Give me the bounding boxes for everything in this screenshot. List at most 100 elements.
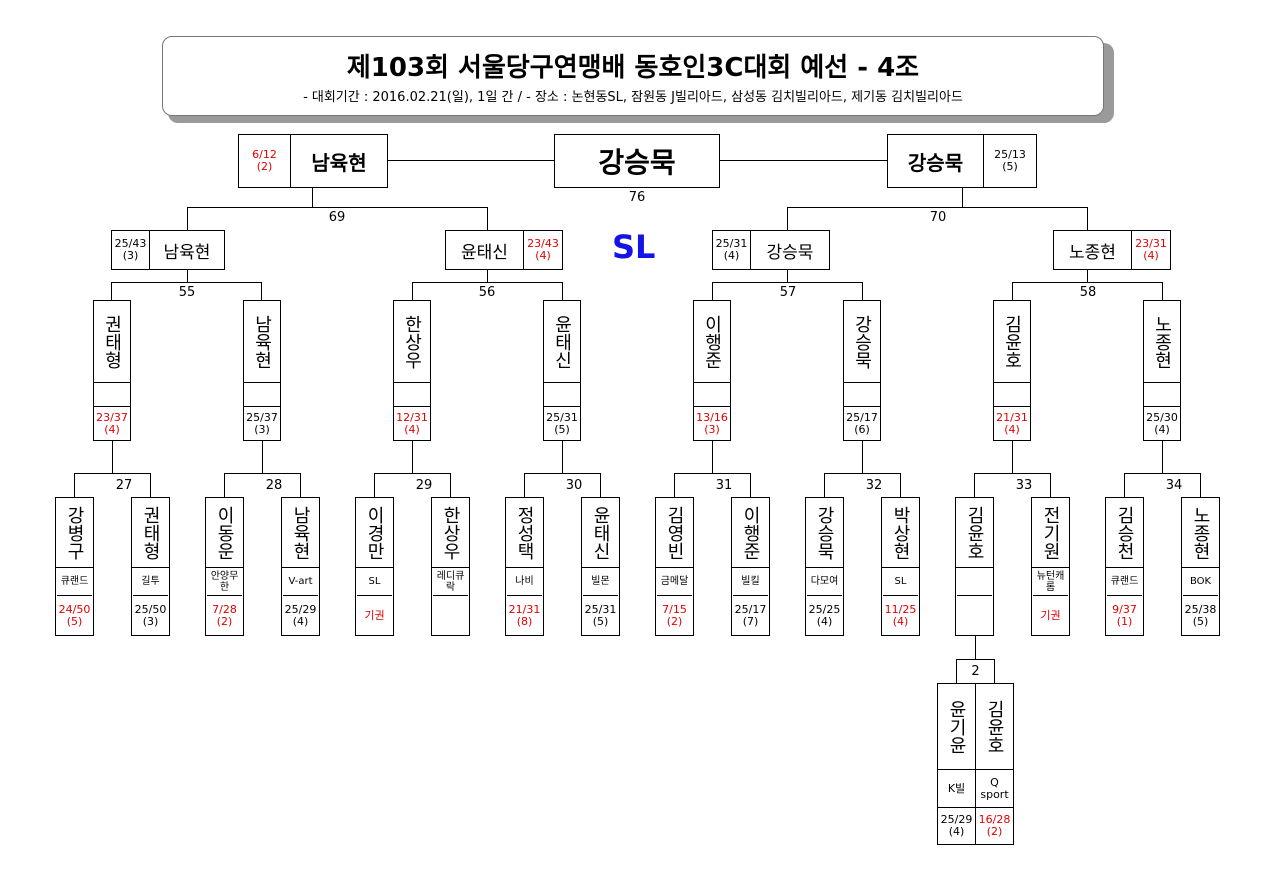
final-left-name: 남육현 [311,150,367,175]
round2-player-inning: (3) [254,422,270,436]
round2-player-name-text: 노종현 [1151,314,1173,369]
round1-player-club: 나비 [507,568,542,596]
final-right-score: 25/13 (5) [984,135,1036,187]
round1-connector [450,473,451,497]
round1-connector [74,473,75,497]
prelim-a-name-text: 윤기윤 [946,699,967,754]
round1-player-club: 안양무한 [207,568,242,596]
round1-player-club: 길투 [133,568,168,596]
round1-player-inning: (3) [142,614,159,628]
round1-player-score-value: 25/17 [734,602,767,616]
prelim-b-box: 김윤호 Q sport 16/28 (2) [975,683,1014,845]
quarter-2-match-number: 56 [478,285,496,300]
round1-player-name: 김승천 [1106,498,1143,568]
round2-player-score: 25/37(3) [244,407,280,440]
prelim-a-club: K빌 [938,770,975,808]
round2-player-name-text: 강승묵 [851,314,873,369]
round2-player-score: 23/37(4) [94,407,130,440]
round1-player-name-text: 이동운 [214,505,235,560]
round1-player-score-value: 7/15 [662,602,687,616]
semi-1a-box: 25/43 (3) 남육현 [111,230,225,270]
semi-1b-box: 윤태신 23/43 (4) [445,230,563,270]
semi-1b-score-value: 23/43 [527,237,559,250]
quarter-3-match-number: 57 [779,285,797,300]
quarter-1-match-number: 55 [178,285,196,300]
round1-player-score-value: 7/28 [212,602,237,616]
round2-connector [112,441,113,474]
round1-player-score: 25/31(5) [582,596,619,635]
round1-player-score: 24/50(5) [56,596,93,635]
round2-player-name: 노종현 [1144,301,1180,383]
round1-match-number: 30 [565,478,583,493]
round2-player-name-text: 이행준 [701,314,723,369]
final-left-score-value: 6/12 [252,148,277,161]
semi-2b-score-value: 23/31 [1135,237,1167,250]
round1-player-score: 11/25(4) [882,596,919,635]
round2-player-name-text: 남육현 [251,314,273,369]
round1-match-number: 28 [265,478,283,493]
round1-player-name-text: 강병구 [64,505,85,560]
round2-player-score-value: 25/30 [1146,410,1178,424]
round1-connector [974,473,1051,474]
semi-2b-inning: (4) [1143,249,1159,262]
round1-player-club: SL [883,568,918,596]
prelim-match-number-box: 2 [956,659,995,683]
prelim-a-box: 윤기윤 K빌 25/29 (4) [937,683,976,845]
semi-2a-name: 강승묵 [766,242,814,263]
semi-1a-name: 남육현 [163,242,211,263]
round2-player-name-text: 권태형 [101,314,123,369]
round1-connector [824,473,825,497]
round1-player-name: 한상우 [432,498,469,568]
round1-player-box: 김윤호 [955,497,994,636]
semi-1a-inning: (3) [122,249,139,262]
prelim-b-score-value: 16/28 [978,813,1011,826]
round1-player-inning: (8) [516,614,533,628]
round1-player-inning: (4) [292,614,309,628]
prelim-b-name: 김윤호 [976,684,1013,770]
round2-player-inning: (3) [704,422,720,436]
round2-player-name: 윤태신 [544,301,580,383]
round1-player-score: 기권 [1032,596,1069,635]
round2-connector [712,441,713,474]
round1-player-club: V-art [283,568,318,596]
round1-player-name-text: 김영빈 [664,505,685,560]
final-left-box: 6/12 (2) 남육현 [238,134,388,188]
round1-player-score: 25/25(4) [806,596,843,635]
round1-player-name: 이동운 [206,498,243,568]
final-match-number: 76 [628,190,646,205]
round2-player-inning: (4) [1004,422,1020,436]
round2-connector [862,441,863,474]
round1-player-name: 윤태신 [582,498,619,568]
round1-connector [824,473,901,474]
round1-match-number: 31 [715,478,733,493]
round1-player-score-value: 21/31 [508,602,541,616]
prelim-b-club: Q sport [976,770,1013,808]
round2-player-club [1144,383,1180,407]
round1-player-name: 강병구 [56,498,93,568]
semi-2b-name: 노종현 [1054,231,1132,269]
round1-player-name: 강승묵 [806,498,843,568]
round1-match-number: 34 [1165,478,1183,493]
round1-player-club: 금메달 [657,568,692,596]
semi-2b-box: 노종현 23/31 (4) [1053,230,1171,270]
round1-player-inning: (1) [1116,614,1133,628]
round1-player-name: 박상현 [882,498,919,568]
round1-connector [300,473,301,497]
prelim-b-score: 16/28 (2) [976,808,1013,844]
round2-player-score-value: 23/37 [96,410,128,424]
round2-player-score-value: 25/17 [846,410,878,424]
round1-player-name: 남육현 [282,498,319,568]
round1-player-score-value: 24/50 [58,602,91,616]
